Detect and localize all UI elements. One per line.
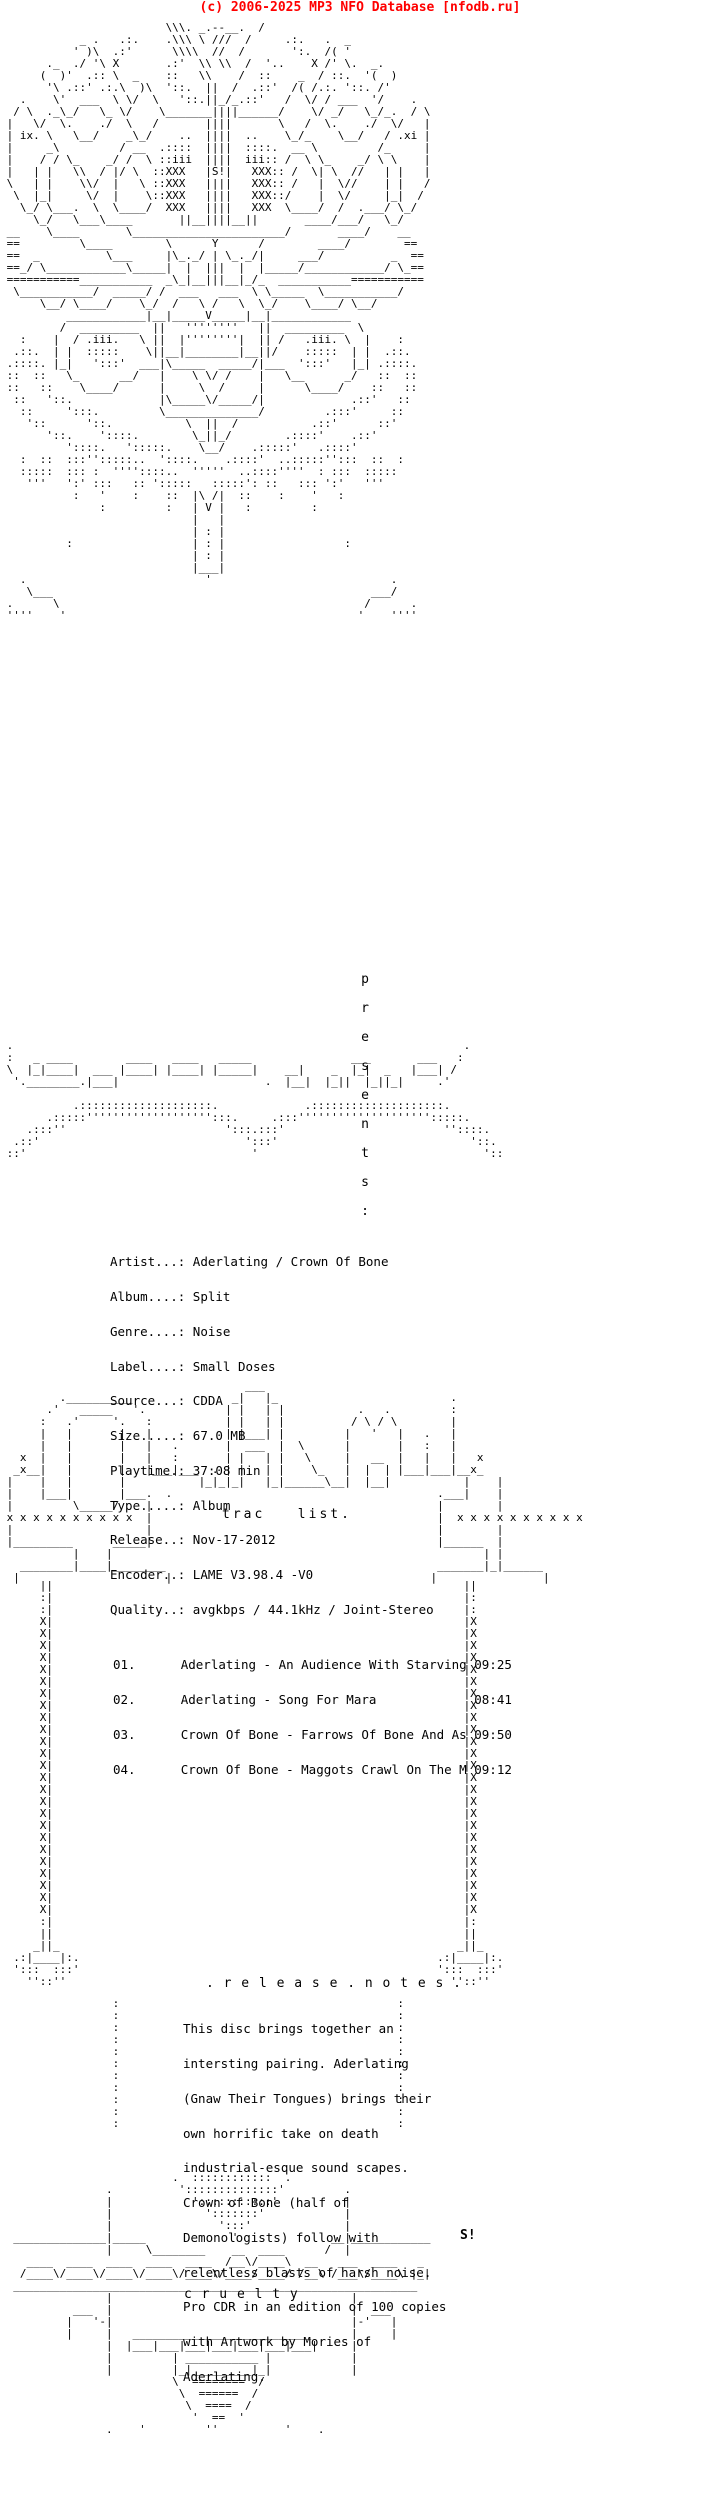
track-row: 03. Crown Of Bone - Farrows Of Bone And … bbox=[113, 1726, 512, 1742]
presents-letter: n bbox=[361, 1117, 369, 1132]
info-row-release: Release..: Nov-17-2012 bbox=[110, 1532, 276, 1548]
info-row-type: Type.....: Album bbox=[110, 1497, 231, 1513]
ascii-skull-top: \\\. _.--__. / _ . .:. .\\\ \ /// / .:. … bbox=[6, 22, 431, 622]
footer-tag: S! bbox=[460, 2228, 476, 2243]
release-note-line: industrial-esque sound scapes. bbox=[183, 2160, 409, 2176]
info-row-album: Album....: Split bbox=[110, 1288, 231, 1304]
release-note-line: relentless blasts of harsh noise. bbox=[183, 2264, 432, 2280]
info-row-source: Source...: CDDA bbox=[110, 1393, 223, 1409]
presents-letter: e bbox=[361, 1030, 369, 1045]
release-notes: This disc brings together an intersting … bbox=[183, 2000, 446, 2394]
info-row-artist: Artist...: Aderlating / Crown Of Bone bbox=[110, 1254, 389, 1270]
release-info-block: Artist...: Aderlating / Crown Of Bone Al… bbox=[110, 1233, 434, 1627]
presents-vertical-text: p r e s e n t s : bbox=[358, 965, 372, 1226]
ascii-notes-frame: : : : : : : : bbox=[112, 1998, 404, 2130]
release-notes-title: . r e l e a s e . n o t e s . bbox=[206, 1976, 462, 1991]
info-row-label: Label....: Small Doses bbox=[110, 1358, 276, 1374]
tracklist-title: trac list. bbox=[222, 1507, 352, 1522]
presents-letter: e bbox=[361, 1088, 369, 1103]
presents-letter: s bbox=[361, 1175, 369, 1190]
ascii-tracklist-frame: ___ .__________ _| |_ . .' _____ '. | | … bbox=[6, 1380, 583, 1584]
info-row-genre: Genre....: Noise bbox=[110, 1323, 231, 1339]
info-row-size: Size.....: 67.0 MB bbox=[110, 1428, 246, 1444]
presents-letter: t bbox=[361, 1146, 369, 1161]
ascii-bottom-logo: . :::::::::::: . . '::::::::::::::' . | … bbox=[13, 2172, 431, 2436]
info-row-quality: Quality..: avgkbps / 44.1kHz / Joint-Ste… bbox=[110, 1602, 434, 1617]
ascii-wings-art: . . : _ ____ ____ ____ _____ ___ ___ : \… bbox=[6, 1040, 504, 1160]
release-note-line: Pro CDR in an edition of 100 copies bbox=[183, 2299, 447, 2315]
track-row: 02. Aderlating - Song For Mara 08:41 bbox=[113, 1691, 512, 1707]
track-row: 04. Crown Of Bone - Maggots Crawl On The… bbox=[113, 1761, 512, 1777]
ascii-side-columns: || || :| |: :| bbox=[13, 1580, 504, 1988]
release-note-line: intersting pairing. Aderlating bbox=[183, 2055, 409, 2071]
site-header: (c) 2006-2025 MP3 NFO Database [nfodb.ru… bbox=[199, 0, 521, 15]
track-row: 01. Aderlating - An Audience With Starvi… bbox=[113, 1657, 512, 1673]
release-note-line: Crown of Bone (half of bbox=[183, 2195, 349, 2211]
tracklist: 01. Aderlating - An Audience With Starvi… bbox=[113, 1636, 512, 1787]
release-note-line: with Artwork by Mories of bbox=[183, 2334, 372, 2350]
release-note-line: (Gnaw Their Tongues) brings their bbox=[183, 2090, 432, 2106]
release-note-line: Demonologists) follow with bbox=[183, 2229, 379, 2245]
release-note-line: own horrific take on death bbox=[183, 2125, 379, 2141]
info-row-playtime: Playtime.: 37:08 min bbox=[110, 1462, 261, 1478]
presents-letter: s bbox=[361, 1059, 369, 1074]
release-note-line: Aderlating. bbox=[183, 2369, 266, 2384]
info-row-encoder: Encoder..: LAME V3.98.4 -V0 bbox=[110, 1567, 314, 1583]
presents-letter: p bbox=[361, 972, 369, 987]
footer-cruelty-text: c r u e l t y bbox=[184, 2287, 299, 2302]
presents-letter: : bbox=[361, 1204, 369, 1219]
presents-letter: r bbox=[361, 1001, 369, 1016]
release-note-line: This disc brings together an bbox=[183, 2021, 394, 2037]
